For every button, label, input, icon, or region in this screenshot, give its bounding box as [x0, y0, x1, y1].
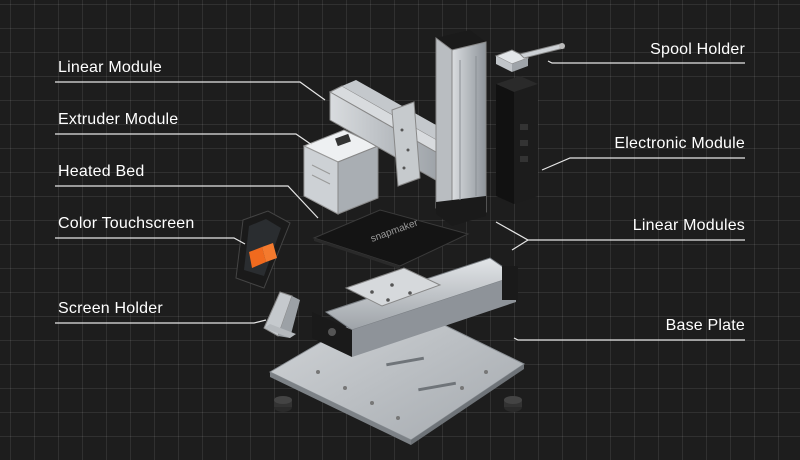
label-heated-bed: Heated Bed: [58, 163, 145, 180]
label-base-plate: Base Plate: [665, 317, 745, 334]
label-spool-holder: Spool Holder: [650, 41, 745, 58]
screen-holder-part: [263, 291, 300, 338]
label-linear-module: Linear Module: [58, 59, 162, 76]
heated-bed-part: snapmaker: [312, 209, 470, 269]
electronic-module-part: [496, 76, 538, 204]
label-extruder-module: Extruder Module: [58, 111, 179, 128]
vertical-linear-module-part: [435, 30, 487, 226]
spool-holder-part: [494, 43, 565, 72]
touchscreen-part: [235, 210, 291, 289]
lower-linear-module-part: [312, 257, 518, 357]
extruder-module-part: [302, 129, 380, 215]
label-color-touchscreen: Color Touchscreen: [58, 215, 195, 232]
label-electronic-module: Electronic Module: [614, 135, 745, 152]
leader-lines: [55, 60, 745, 341]
label-linear-modules: Linear Modules: [632, 217, 745, 234]
label-screen-holder: Screen Holder: [58, 300, 163, 317]
